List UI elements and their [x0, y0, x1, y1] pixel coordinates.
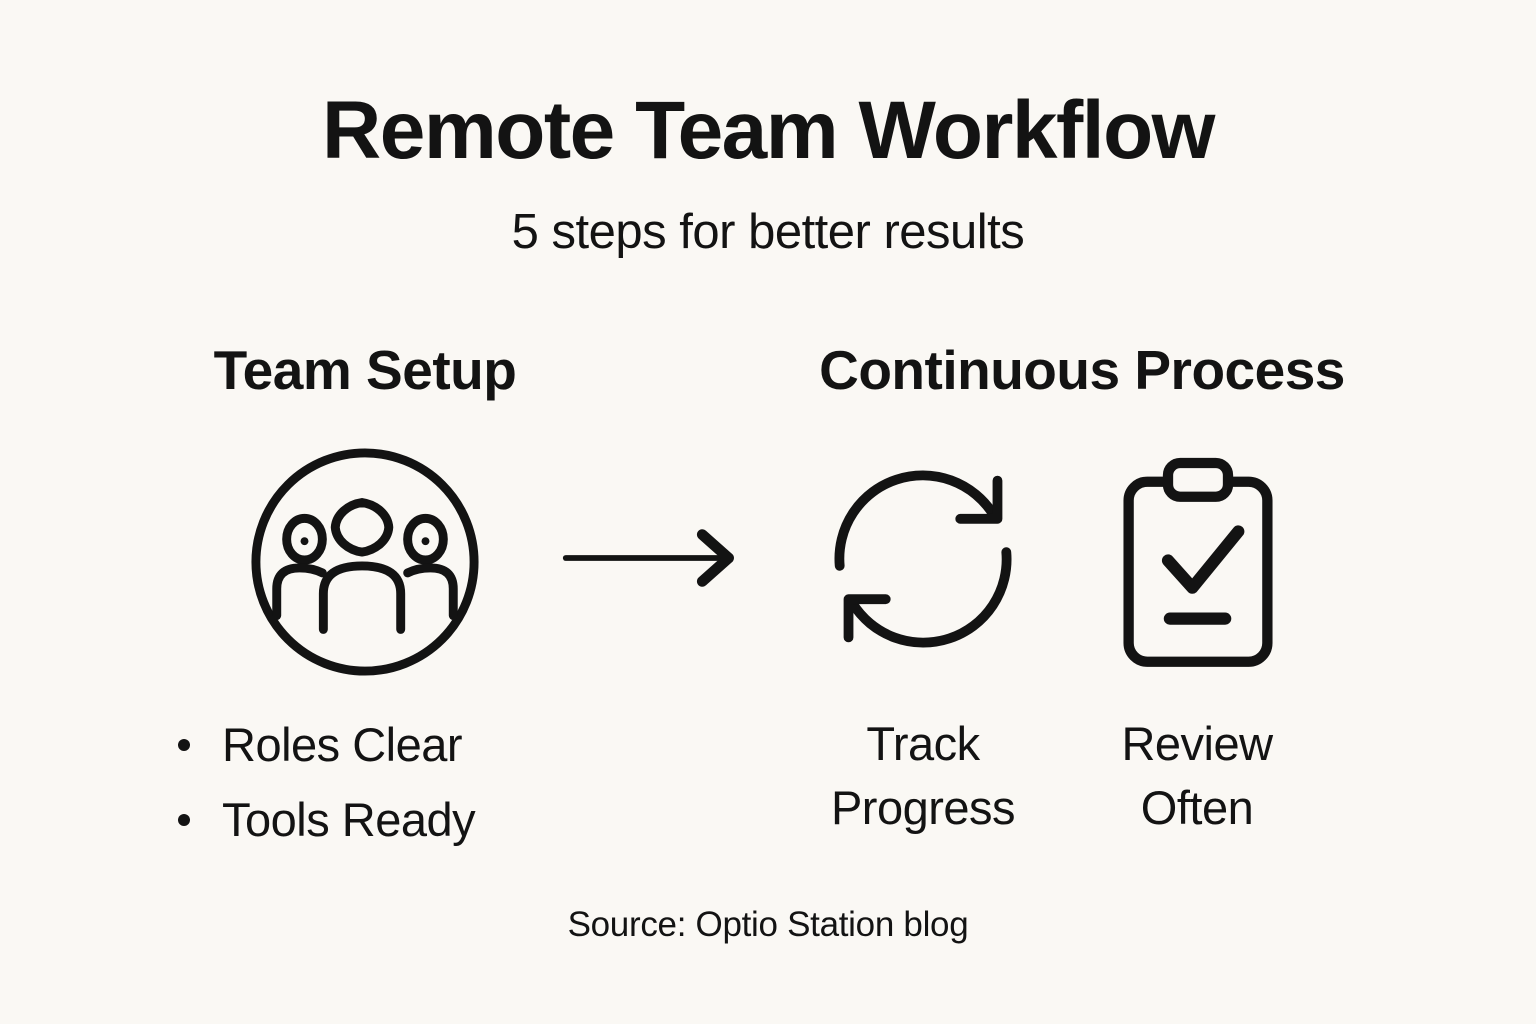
review-often-label: Review Often	[1121, 717, 1273, 834]
list-item: Roles Clear	[178, 707, 475, 782]
team-setup-heading: Team Setup	[213, 339, 517, 401]
bullet-text: Roles Clear	[222, 718, 463, 771]
clipboard-check-icon	[1108, 448, 1288, 673]
right-arrow-icon	[558, 518, 753, 598]
bullet-dot	[178, 738, 190, 751]
track-progress-label: Track Progress	[830, 717, 1016, 834]
team-setup-bullets: Roles Clear Tools Ready	[178, 707, 476, 857]
page-subtitle: 5 steps for better results	[511, 205, 1025, 259]
sync-arrows-icon	[825, 461, 1021, 657]
bullet-dot	[178, 813, 190, 826]
people-group-icon	[246, 443, 484, 681]
source-caption: Source: Optio Station blog	[567, 905, 969, 944]
list-item: Tools Ready	[178, 782, 476, 857]
bullet-text: Tools Ready	[222, 793, 476, 846]
continuous-process-heading: Continuous Process	[819, 339, 1345, 401]
page-title: Remote Team Workflow	[322, 85, 1215, 176]
